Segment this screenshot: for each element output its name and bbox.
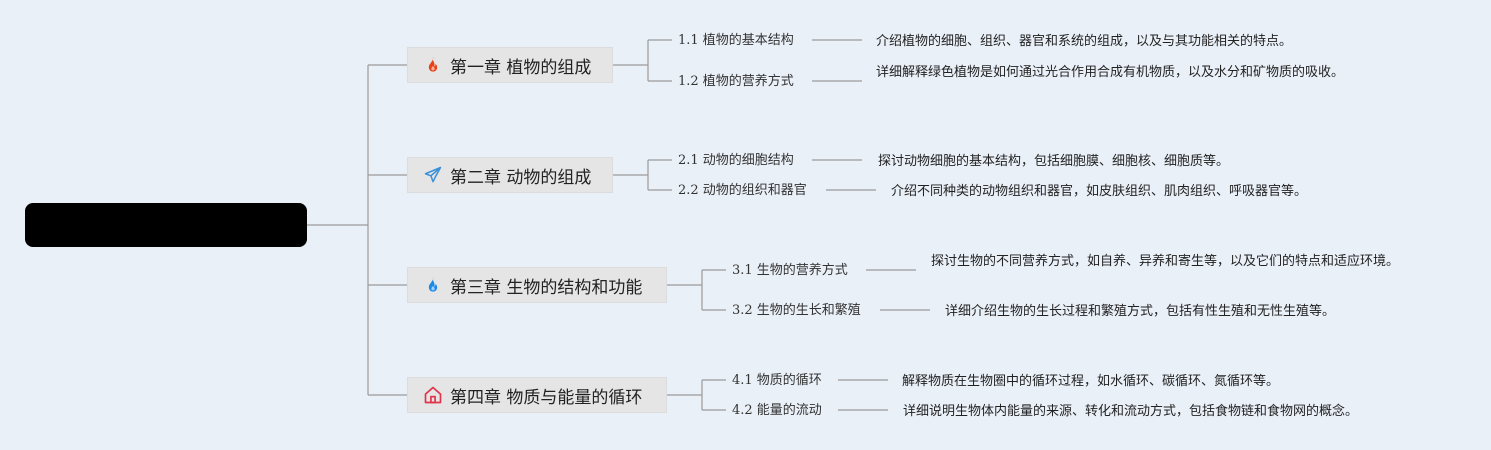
- section-desc-4-1[interactable]: 解释物质在生物圈中的循环过程，如水循环、碳循环、氮循环等。: [902, 374, 1280, 389]
- chapter-node-1[interactable]: 第一章 植物的组成: [407, 47, 613, 83]
- chapter-node-2[interactable]: 第二章 动物的组成: [407, 157, 613, 193]
- section-desc-4-2[interactable]: 详细说明生物体内能量的来源、转化和流动方式，包括食物链和食物网的概念。: [903, 404, 1359, 419]
- section-label-3-2[interactable]: 3.2 生物的生长和繁殖: [732, 303, 861, 318]
- section-desc-2-2[interactable]: 介绍不同种类的动物组织和器官，如皮肤组织、肌肉组织、呼吸器官等。: [891, 184, 1308, 199]
- paper-plane-icon: [422, 164, 444, 186]
- section-label-4-2[interactable]: 4.2 能量的流动: [732, 403, 822, 418]
- chapter-title-4: 第四章 物质与能量的循环: [450, 387, 643, 408]
- root-topic[interactable]: [25, 203, 307, 247]
- water-drop-icon: [422, 274, 444, 296]
- section-label-4-1[interactable]: 4.1 物质的循环: [732, 373, 822, 388]
- chapter-title-3: 第三章 生物的结构和功能: [450, 277, 643, 298]
- chapter-node-3[interactable]: 第三章 生物的结构和功能: [407, 267, 667, 303]
- chapter-title-1: 第一章 植物的组成: [450, 57, 592, 78]
- section-label-1-2[interactable]: 1.2 植物的营养方式: [678, 74, 794, 89]
- section-desc-1-1[interactable]: 介绍植物的细胞、组织、器官和系统的组成，以及与其功能相关的特点。: [876, 34, 1293, 49]
- chapter-title-2: 第二章 动物的组成: [450, 167, 592, 188]
- section-label-3-1[interactable]: 3.1 生物的营养方式: [732, 263, 848, 278]
- section-desc-1-2[interactable]: 详细解释绿色植物是如何通过光合作用合成有机物质，以及水分和矿物质的吸收。: [876, 65, 1345, 80]
- fire-icon: [422, 54, 444, 76]
- chapter-node-4[interactable]: 第四章 物质与能量的循环: [407, 377, 667, 413]
- section-desc-3-1[interactable]: 探讨生物的不同营养方式，如自养、异养和寄生等，以及它们的特点和适应环境。: [931, 254, 1400, 269]
- section-label-1-1[interactable]: 1.1 植物的基本结构: [678, 33, 794, 48]
- section-label-2-1[interactable]: 2.1 动物的细胞结构: [678, 153, 794, 168]
- home-icon: [422, 384, 444, 406]
- section-desc-2-1[interactable]: 探讨动物细胞的基本结构，包括细胞膜、细胞核、细胞质等。: [878, 154, 1230, 169]
- section-label-2-2[interactable]: 2.2 动物的组织和器官: [678, 183, 807, 198]
- section-desc-3-2[interactable]: 详细介绍生物的生长过程和繁殖方式，包括有性生殖和无性生殖等。: [945, 304, 1336, 319]
